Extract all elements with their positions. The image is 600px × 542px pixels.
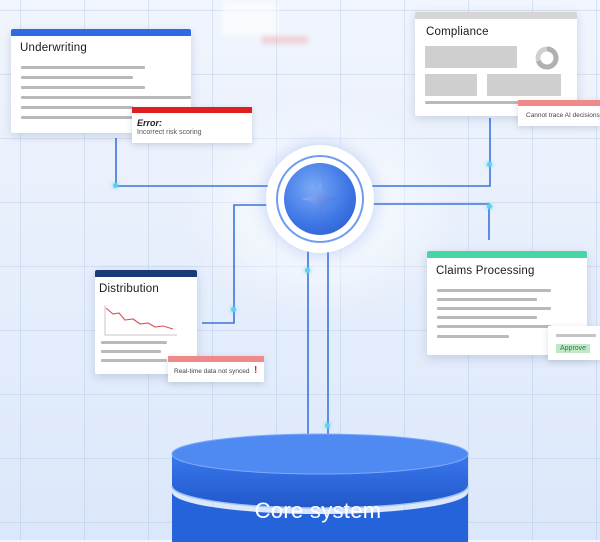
error-accent-bar — [132, 107, 252, 113]
core-system-label: Core system — [254, 498, 382, 523]
text-line — [101, 359, 167, 362]
connector-node — [305, 268, 310, 273]
text-line — [556, 334, 596, 337]
wire-compliance — [372, 118, 491, 187]
warning-accent-bar — [168, 356, 264, 362]
compliance-panel — [425, 74, 477, 96]
distribution-warning-message: Real-time data not synced — [174, 368, 250, 375]
approve-tag: Approve — [548, 326, 600, 360]
distribution-title: Distribution — [99, 283, 159, 295]
compliance-title: Compliance — [426, 26, 489, 38]
compliance-card[interactable]: Compliance — [415, 12, 577, 116]
compliance-warning-message: Cannot trace AI decisions — [526, 112, 600, 119]
text-line — [101, 350, 161, 353]
underwriting-title: Underwriting — [20, 42, 87, 54]
text-line — [21, 66, 145, 69]
connector-node — [487, 162, 492, 167]
compliance-accent-bar — [415, 12, 577, 19]
error-heading: Error: — [137, 118, 163, 128]
text-line — [21, 116, 145, 119]
text-line — [101, 341, 167, 344]
error-message: Incorrect risk scoring — [137, 129, 202, 136]
database-icon — [171, 433, 469, 542]
text-line — [21, 86, 145, 89]
text-line — [21, 106, 133, 109]
distribution-accent-bar — [95, 270, 197, 277]
claims-accent-bar — [427, 251, 587, 258]
declining-line-chart-icon — [104, 305, 177, 336]
underwriting-accent-bar — [11, 29, 191, 36]
text-line — [437, 298, 537, 301]
connector-node — [231, 307, 236, 312]
compliance-warning-tag: Cannot trace AI decisions — [518, 100, 600, 126]
warning-accent-bar — [518, 100, 600, 106]
donut-chart-icon — [535, 46, 559, 70]
text-line — [425, 101, 551, 104]
connector-node — [325, 423, 330, 428]
text-line — [437, 335, 509, 338]
connector-node — [487, 204, 492, 209]
text-line — [437, 307, 551, 310]
text-line — [21, 76, 133, 79]
exclamation-icon: ! — [254, 365, 258, 376]
claims-title: Claims Processing — [436, 265, 535, 277]
compliance-panel — [425, 46, 517, 68]
text-line — [437, 289, 551, 292]
faded-card — [222, 2, 278, 36]
sparkle-star-icon — [301, 180, 339, 218]
distribution-warning-tag: Real-time data not synced ! — [168, 356, 264, 382]
text-line — [437, 325, 551, 328]
wire-distribution — [202, 204, 272, 324]
error-tag: Error: Incorrect risk scoring — [132, 107, 252, 143]
text-line — [437, 316, 537, 319]
approve-badge[interactable]: Approve — [556, 344, 591, 353]
wire-underwriting — [115, 138, 268, 187]
connector-node — [113, 183, 118, 188]
wire-claims — [372, 203, 490, 240]
text-line — [21, 96, 191, 99]
compliance-panel — [487, 74, 561, 96]
faded-tag — [262, 36, 308, 44]
